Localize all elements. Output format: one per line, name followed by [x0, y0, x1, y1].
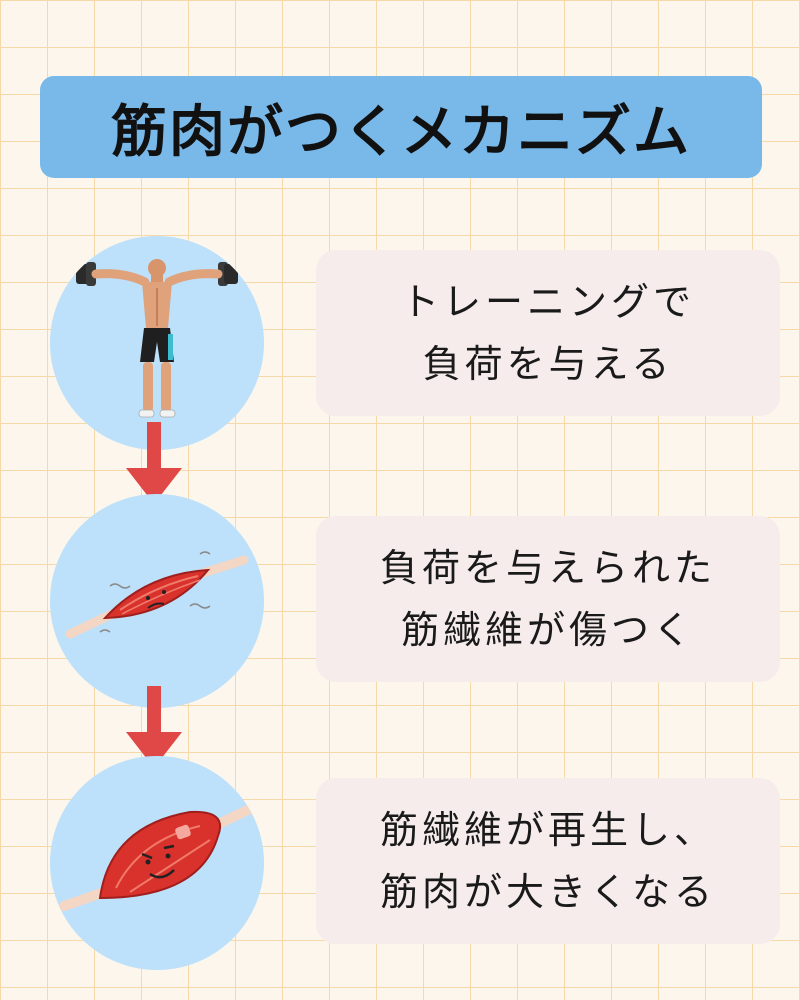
strained-muscle-icon	[65, 551, 249, 639]
step-1-card: トレーニングで 負荷を与える	[316, 250, 780, 416]
step-2-line-1: 負荷を与えられた	[379, 546, 716, 590]
step-2-card: 負荷を与えられた 筋繊維が傷つく	[316, 516, 780, 682]
step-1-line-2: 負荷を与える	[422, 342, 674, 386]
step-3-card: 筋繊維が再生し、 筋肉が大きくなる	[316, 778, 780, 944]
step-2-line-2: 筋繊維が傷つく	[400, 608, 695, 652]
dumbbell-lifter-icon	[76, 259, 238, 418]
title-banner: 筋肉がつくメカニズム	[40, 76, 762, 178]
strong-muscle-icon	[59, 803, 257, 911]
step-2-illustration	[50, 494, 264, 708]
step-3-line-1: 筋繊維が再生し、	[379, 808, 716, 852]
arrow-down-icon	[126, 686, 182, 768]
page-title: 筋肉がつくメカニズム	[111, 99, 691, 165]
step-1-line-1: トレーニングで	[400, 280, 695, 324]
arrow-down-icon	[126, 422, 182, 504]
step-1-illustration	[50, 236, 264, 450]
step-3-line-2: 筋肉が大きくなる	[379, 870, 716, 914]
step-3-illustration	[50, 756, 264, 970]
